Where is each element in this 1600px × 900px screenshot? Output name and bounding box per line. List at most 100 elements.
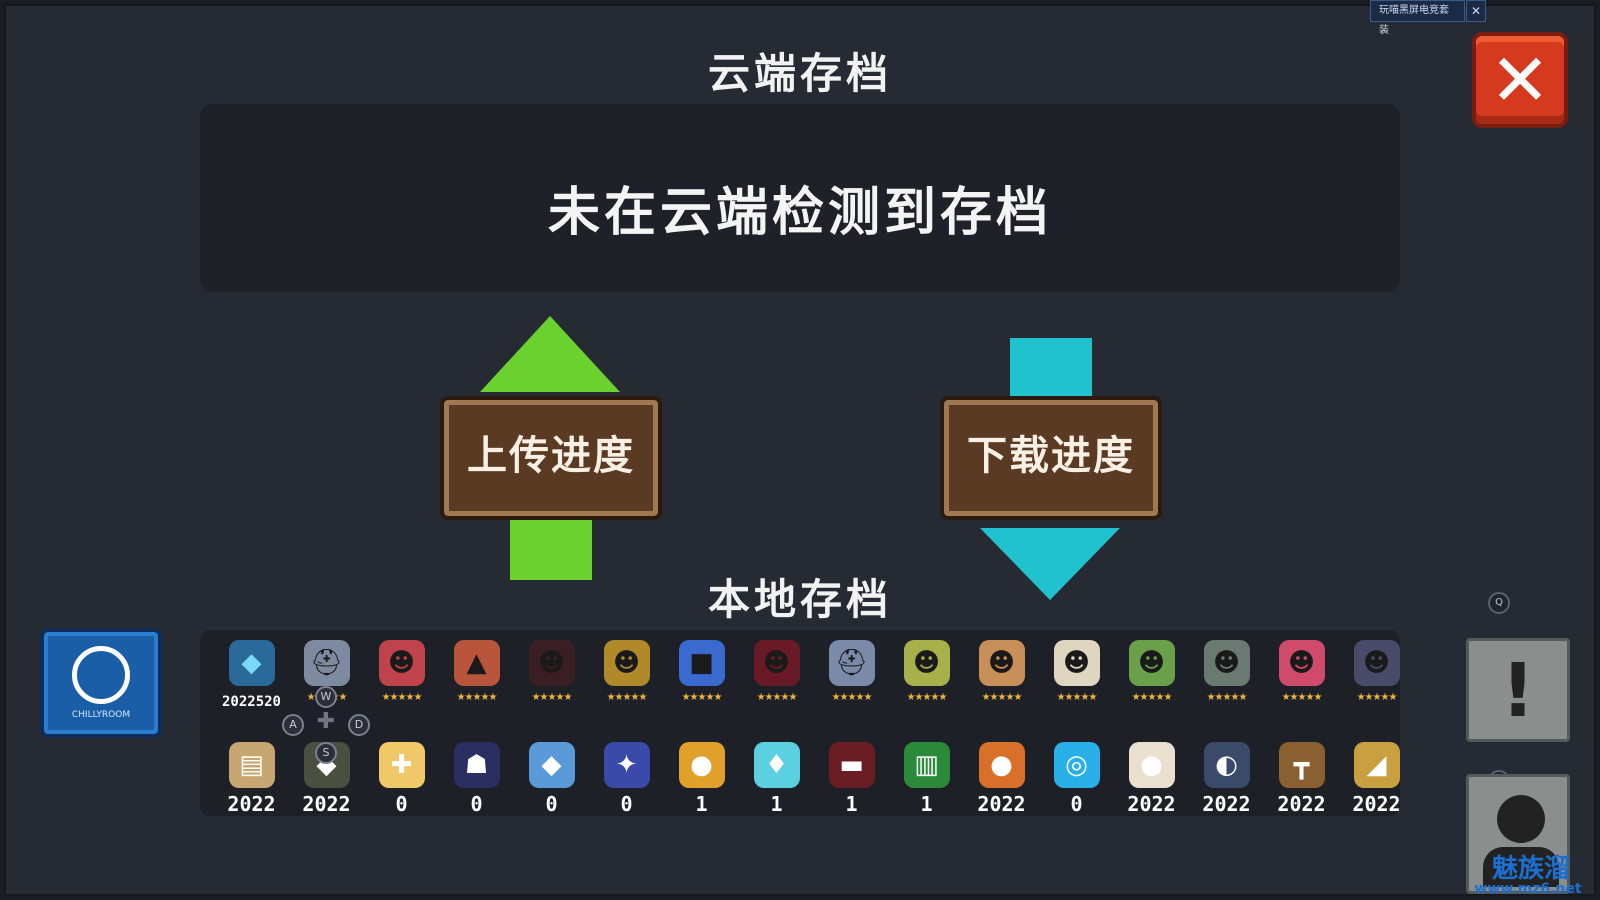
upload-arrow-icon <box>480 316 620 392</box>
watermark-logo: 魅族溜 <box>1491 854 1570 884</box>
plus-card-glyph: ✚ <box>390 750 413 780</box>
cloud-save-title: 云端存档 <box>707 49 892 98</box>
portal-icon: ◎ <box>1053 742 1100 788</box>
portal-glyph: ◎ <box>1065 750 1088 780</box>
paladin-icon: ⛑ <box>828 640 875 686</box>
character-druid: ☻ ★★★★★ <box>1114 634 1189 724</box>
character-priest: ☻ ★★★★★ <box>1039 634 1114 724</box>
overlay-promo-tag[interactable]: 玩喵黑屏电竞套装 <box>1370 0 1465 36</box>
character-elf: ☻★★★★★ <box>889 634 964 724</box>
key-a[interactable]: A <box>282 714 304 736</box>
priest-glyph: ☻ <box>1062 648 1091 678</box>
crystal-count: 0 <box>545 792 558 816</box>
item-row: ▤2022◆2022✚0☗0◆0✦0●1♦1▬1▥1●2022◎0●2022◐2… <box>214 736 1414 826</box>
armor-icon: ♦ <box>753 742 800 788</box>
character-engineer: ☻★★★★★ <box>589 634 664 724</box>
demon-card-count: 0 <box>470 792 483 816</box>
fish-glyph: ◐ <box>1215 750 1238 780</box>
chillyroom-button[interactable]: CHILLYROOM <box>40 628 162 738</box>
key-d[interactable]: D <box>348 714 370 736</box>
key-s[interactable]: S <box>315 742 337 764</box>
local-save-title: 本地存档 <box>707 575 892 624</box>
star-rating: ★★★★★ <box>1056 692 1098 703</box>
star-rating: ★★★★★ <box>1206 692 1248 703</box>
green-tome-glyph: ▥ <box>914 750 939 780</box>
star-rating: ★★★★★ <box>831 692 873 703</box>
vampire-glyph: ☻ <box>762 648 791 678</box>
character-werewolf: ☻★★★★★ <box>964 634 1039 724</box>
download-arrow-icon <box>980 528 1120 600</box>
character-witch: ▲★★★★★ <box>439 634 514 724</box>
star-rating: ★★★★★ <box>1281 692 1323 703</box>
alchemist-glyph: ☻ <box>1287 648 1316 678</box>
item-crystal: ◆0 <box>514 736 589 826</box>
character-taoist: ☻ ★★★★★ <box>1339 634 1414 724</box>
berserker-glyph: ☻ <box>1212 648 1241 678</box>
priest-icon: ☻ <box>1053 640 1100 686</box>
plus-card-count: 0 <box>395 792 408 816</box>
fish-icon: ◐ <box>1203 742 1250 788</box>
green-tome-count: 1 <box>920 792 933 816</box>
vampire-icon: ☻ <box>753 640 800 686</box>
star-rating: ★★★★★ <box>1131 692 1173 703</box>
potion-count: 0 <box>620 792 633 816</box>
upload-progress-button[interactable]: 上传进度 <box>440 396 662 520</box>
close-button[interactable]: ✕ <box>1472 32 1568 128</box>
demon-card-glyph: ☗ <box>464 750 489 780</box>
key-w[interactable]: W <box>315 686 337 708</box>
gem-icon: ◆ <box>228 640 275 686</box>
star-rating: ★★★★★ <box>531 692 573 703</box>
witch-glyph: ▲ <box>466 648 487 678</box>
cloud-save-panel <box>200 104 1400 292</box>
download-arrow-stem <box>1010 338 1092 398</box>
character-robot: ■ ★★★★★ <box>664 634 739 724</box>
horn-icon: ◢ <box>1353 742 1400 788</box>
elf-icon: ☻ <box>903 640 950 686</box>
star-rating: ★★★★★ <box>1356 692 1398 703</box>
item-gold-coin: ●1 <box>664 736 739 826</box>
upload-arrow-stem <box>510 520 592 580</box>
character-paladin: ⛑ ★★★★★ <box>814 634 889 724</box>
assassin-icon: ☻ <box>528 640 575 686</box>
gems-value: 2022520 <box>221 694 281 710</box>
item-fish: ◐2022 <box>1189 736 1264 826</box>
knight-icon: ⛑ <box>303 640 350 686</box>
gold-coin-count: 1 <box>695 792 708 816</box>
star-rating: ★★★★★ <box>381 692 423 703</box>
meat-count: 2022 <box>977 792 1026 816</box>
download-progress-button[interactable]: 下载进度 <box>940 396 1162 520</box>
plus-card-icon: ✚ <box>378 742 425 788</box>
star-rating: ★★★★★ <box>681 692 723 703</box>
alert-button[interactable]: ! <box>1466 638 1570 742</box>
profile-button[interactable] <box>1466 774 1570 894</box>
elf-glyph: ☻ <box>912 648 941 678</box>
sack-icon: ● <box>1128 742 1175 788</box>
potion-glyph: ✦ <box>615 750 638 780</box>
item-sack: ●2022 <box>1114 736 1189 826</box>
character-vampire: ☻★★★★★ <box>739 634 814 724</box>
meat-glyph: ● <box>990 750 1013 780</box>
berserker-icon: ☻ <box>1203 640 1250 686</box>
werewolf-icon: ☻ <box>978 640 1025 686</box>
key-q-hint: Q <box>1488 592 1510 614</box>
gold-coin-icon: ● <box>678 742 725 788</box>
character-row: ◆ 2022520 ⛑★★★★★☻★★★★★▲★★★★★☻★★★★★☻★★★★★… <box>214 634 1414 724</box>
robot-icon: ■ <box>678 640 725 686</box>
taoist-icon: ☻ <box>1353 640 1400 686</box>
item-portal: ◎0 <box>1039 736 1114 826</box>
druid-icon: ☻ <box>1128 640 1175 686</box>
engineer-glyph: ☻ <box>612 648 641 678</box>
overlay-close-button[interactable]: ✕ <box>1466 0 1486 22</box>
druid-glyph: ☻ <box>1137 648 1166 678</box>
rogue-glyph: ☻ <box>387 648 416 678</box>
item-scroll: ▤2022 <box>214 736 289 826</box>
green-tome-icon: ▥ <box>903 742 950 788</box>
watermark-url: www.mz6.net <box>1474 881 1582 897</box>
scroll-icon: ▤ <box>228 742 275 788</box>
portal-count: 0 <box>1070 792 1083 816</box>
meat-icon: ● <box>978 742 1025 788</box>
rogue-icon: ☻ <box>378 640 425 686</box>
item-meat: ● 2022 <box>964 736 1039 826</box>
witch-icon: ▲ <box>453 640 500 686</box>
crystal-icon: ◆ <box>528 742 575 788</box>
